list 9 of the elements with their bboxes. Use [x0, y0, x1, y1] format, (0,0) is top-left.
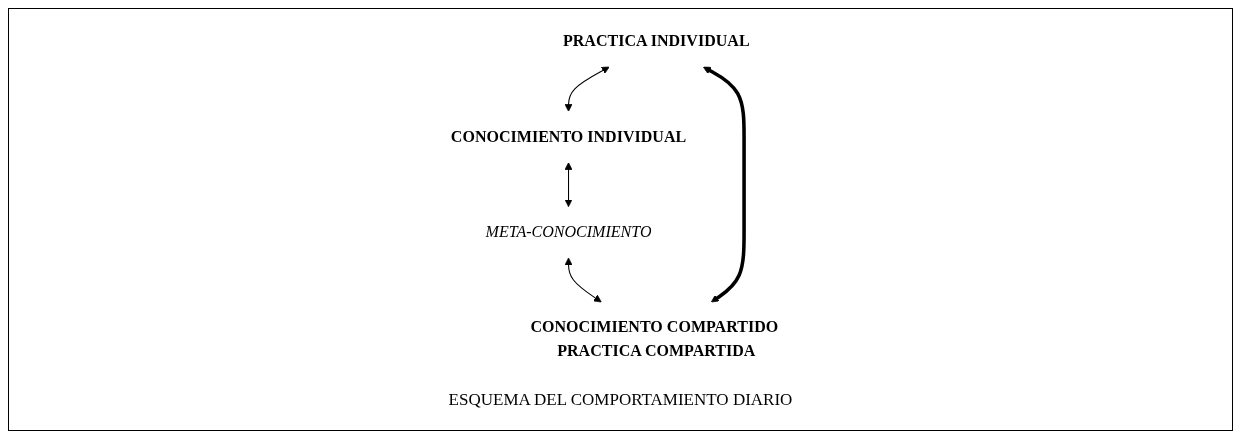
caption: ESQUEMA DEL COMPORTAMIENTO DIARIO: [448, 390, 793, 410]
arrow: [564, 162, 573, 208]
node-text: PRACTICA INDIVIDUAL: [563, 32, 750, 50]
arrow: [564, 257, 602, 303]
node-text: CONOCIMIENTO COMPARTIDO PRACTICA COMPARTIDA: [530, 318, 779, 360]
arrow: [703, 66, 746, 303]
node-text: CONOCIMIENTO INDIVIDUAL: [450, 127, 687, 146]
arrow: [564, 66, 610, 112]
node-text: META-CONOCIMIENTO: [485, 222, 652, 241]
